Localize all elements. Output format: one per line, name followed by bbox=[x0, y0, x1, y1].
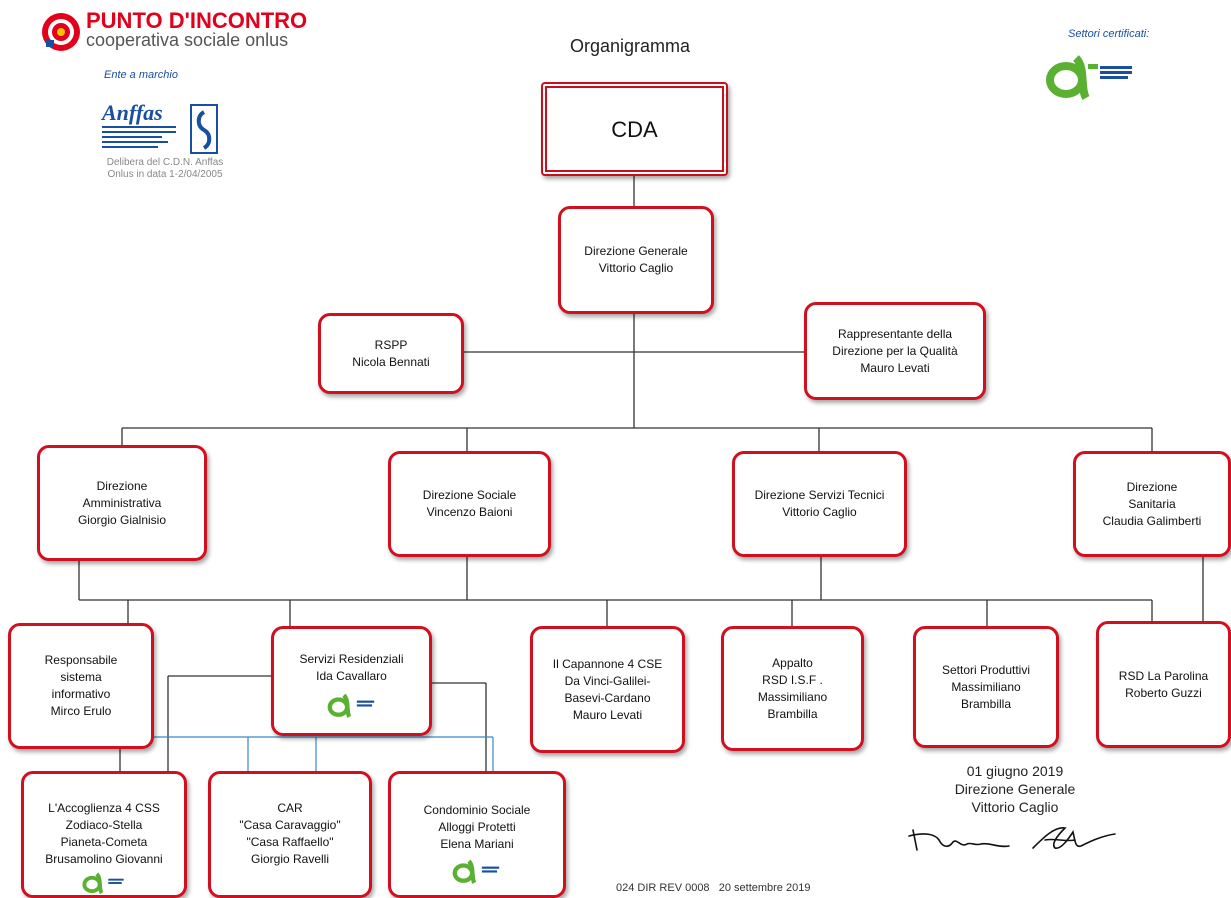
brand-subtitle: cooperativa sociale onlus bbox=[86, 30, 289, 50]
anffas-logo: Anffas bbox=[100, 100, 225, 156]
brand-name: PUNTO D'INCONTRO bbox=[86, 8, 308, 33]
node-rspp: RSPP Nicola Bennati bbox=[318, 313, 464, 394]
signature-date: 01 giugno 2019 bbox=[966, 763, 1064, 779]
signature-block: 01 giugno 2019 Direzione Generale Vittor… bbox=[940, 762, 1090, 816]
node-cda: CDA bbox=[541, 82, 728, 176]
brand-block: PUNTO D'INCONTRO cooperativa sociale onl… bbox=[40, 8, 310, 58]
signature-role: Direzione Generale bbox=[954, 781, 1076, 797]
ente-label: Ente a marchio bbox=[104, 69, 178, 81]
alfa-certification-icon bbox=[1046, 55, 1132, 101]
alfa-certification-icon bbox=[452, 859, 500, 884]
anffas-logo-text: Anffas bbox=[102, 100, 163, 125]
node-servizi-residenziali: Servizi Residenziali Ida Cavallaro bbox=[271, 626, 432, 736]
node-settori-produttivi: Settori Produttivi Massimiliano Brambill… bbox=[913, 626, 1059, 748]
page-title: Organigramma bbox=[570, 36, 691, 56]
node-car: CAR "Casa Caravaggio" "Casa Raffaello" G… bbox=[208, 771, 372, 898]
node-responsabile-sistema-informativo: Responsabile sistema informativo Mirco E… bbox=[8, 623, 154, 749]
anffas-note-line2: Onlus in data 1-2/04/2005 bbox=[107, 169, 223, 180]
document-code: 024 DIR REV 0008 20 settembre 2019 bbox=[616, 882, 811, 894]
handwritten-signature-icon bbox=[908, 827, 1116, 851]
node-direzione-generale: Direzione Generale Vittorio Caglio bbox=[558, 206, 714, 314]
node-direzione-sanitaria: Direzione Sanitaria Claudia Galimberti bbox=[1073, 451, 1231, 557]
node-capannone: Il Capannone 4 CSE Da Vinci-Galilei- Bas… bbox=[530, 626, 685, 753]
node-direzione-sociale: Direzione Sociale Vincenzo Baioni bbox=[388, 451, 551, 557]
anffas-note: Delibera del C.D.N. Anffas Onlus in data… bbox=[90, 157, 240, 181]
node-rsd-la-parolina: RSD La Parolina Roberto Guzzi bbox=[1096, 621, 1231, 748]
anffas-note-line1: Delibera del C.D.N. Anffas bbox=[106, 157, 224, 168]
node-rappresentante-qualita: Rappresentante della Direzione per la Qu… bbox=[804, 302, 986, 400]
punto-incontro-target-icon bbox=[42, 13, 80, 51]
signature-name: Vittorio Caglio bbox=[971, 799, 1059, 815]
certified-label: Settori certificati: bbox=[1068, 28, 1150, 40]
node-appalto: Appalto RSD I.S.F . Massimiliano Brambil… bbox=[721, 626, 864, 751]
anffas-logo-icon: Anffas bbox=[100, 100, 225, 156]
node-direzione-servizi-tecnici: Direzione Servizi Tecnici Vittorio Cagli… bbox=[732, 451, 907, 557]
alfa-certification-icon bbox=[82, 872, 124, 895]
node-condominio-sociale: Condominio Sociale Alloggi Protetti Elen… bbox=[388, 771, 566, 898]
alfa-certification-icon bbox=[327, 693, 374, 718]
node-accoglienza: L'Accoglienza 4 CSS Zodiaco-Stella Piane… bbox=[21, 771, 187, 898]
node-direzione-amministrativa: Direzione Amministrativa Giorgio Gialnis… bbox=[37, 445, 207, 561]
node-cda-line: CDA bbox=[611, 116, 658, 142]
